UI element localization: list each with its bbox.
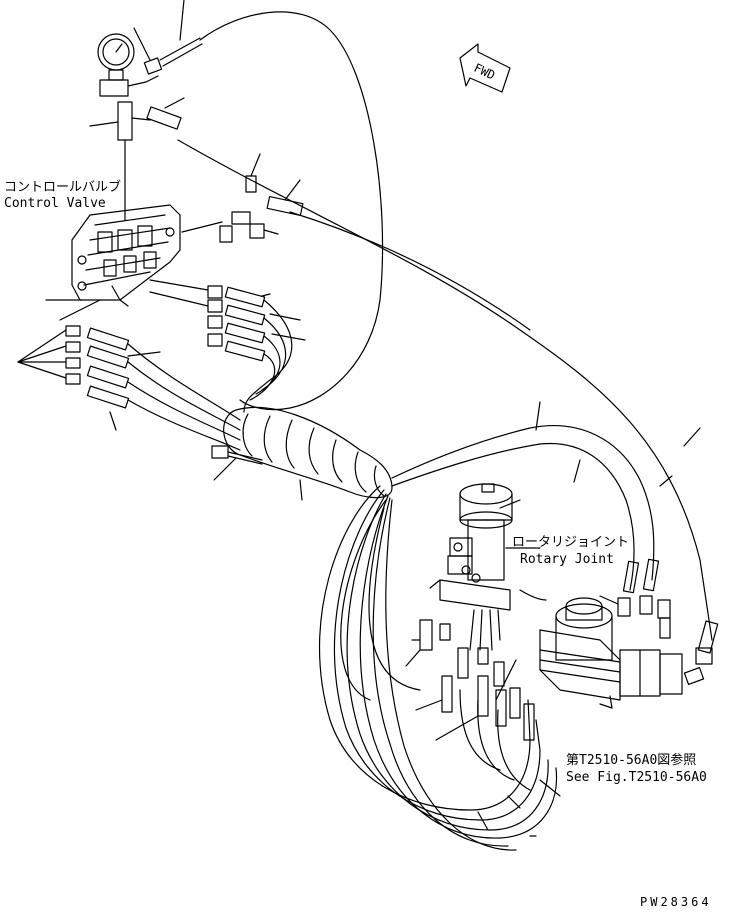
valve-port-fittings-left [17,325,161,431]
spiral-wrap-sleeve [223,406,393,501]
see-fig-label-en: See Fig.T2510-56A0 [566,770,707,785]
rotary-joint-fittings [405,619,535,741]
long-hose-b [289,211,531,331]
valve-side-fittings [181,153,304,243]
long-hose-a [177,139,713,641]
rotary-joint [429,483,547,651]
hoses-to-right [391,401,701,591]
gauge-hose [159,0,203,67]
control-valve-label-en: Control Valve [4,196,106,211]
control-valve [45,204,181,321]
swing-motor [539,597,683,709]
hose-bundle-upper [127,299,293,451]
drawing-number: PW28364 [640,895,712,909]
fwd-arrow-label: FWD [472,61,498,83]
pilot-hose-loop [199,11,384,411]
rotary-joint-label-en: Rotary Joint [520,552,614,567]
tee-fitting [89,97,185,221]
rotary-joint-label-jp: ロータリジョイント [512,535,629,550]
valve-port-fittings-right [149,279,306,362]
control-valve-label-jp: コントロールバルブ [4,179,121,195]
loose-hose-fitting [211,445,263,481]
see-fig-label-jp: 第T2510-56A0図参照 [566,752,696,768]
fwd-arrow [459,43,511,93]
pressure-gauge [97,27,163,97]
hose-loops-lower [318,485,561,851]
right-hose-connectors [599,558,719,685]
